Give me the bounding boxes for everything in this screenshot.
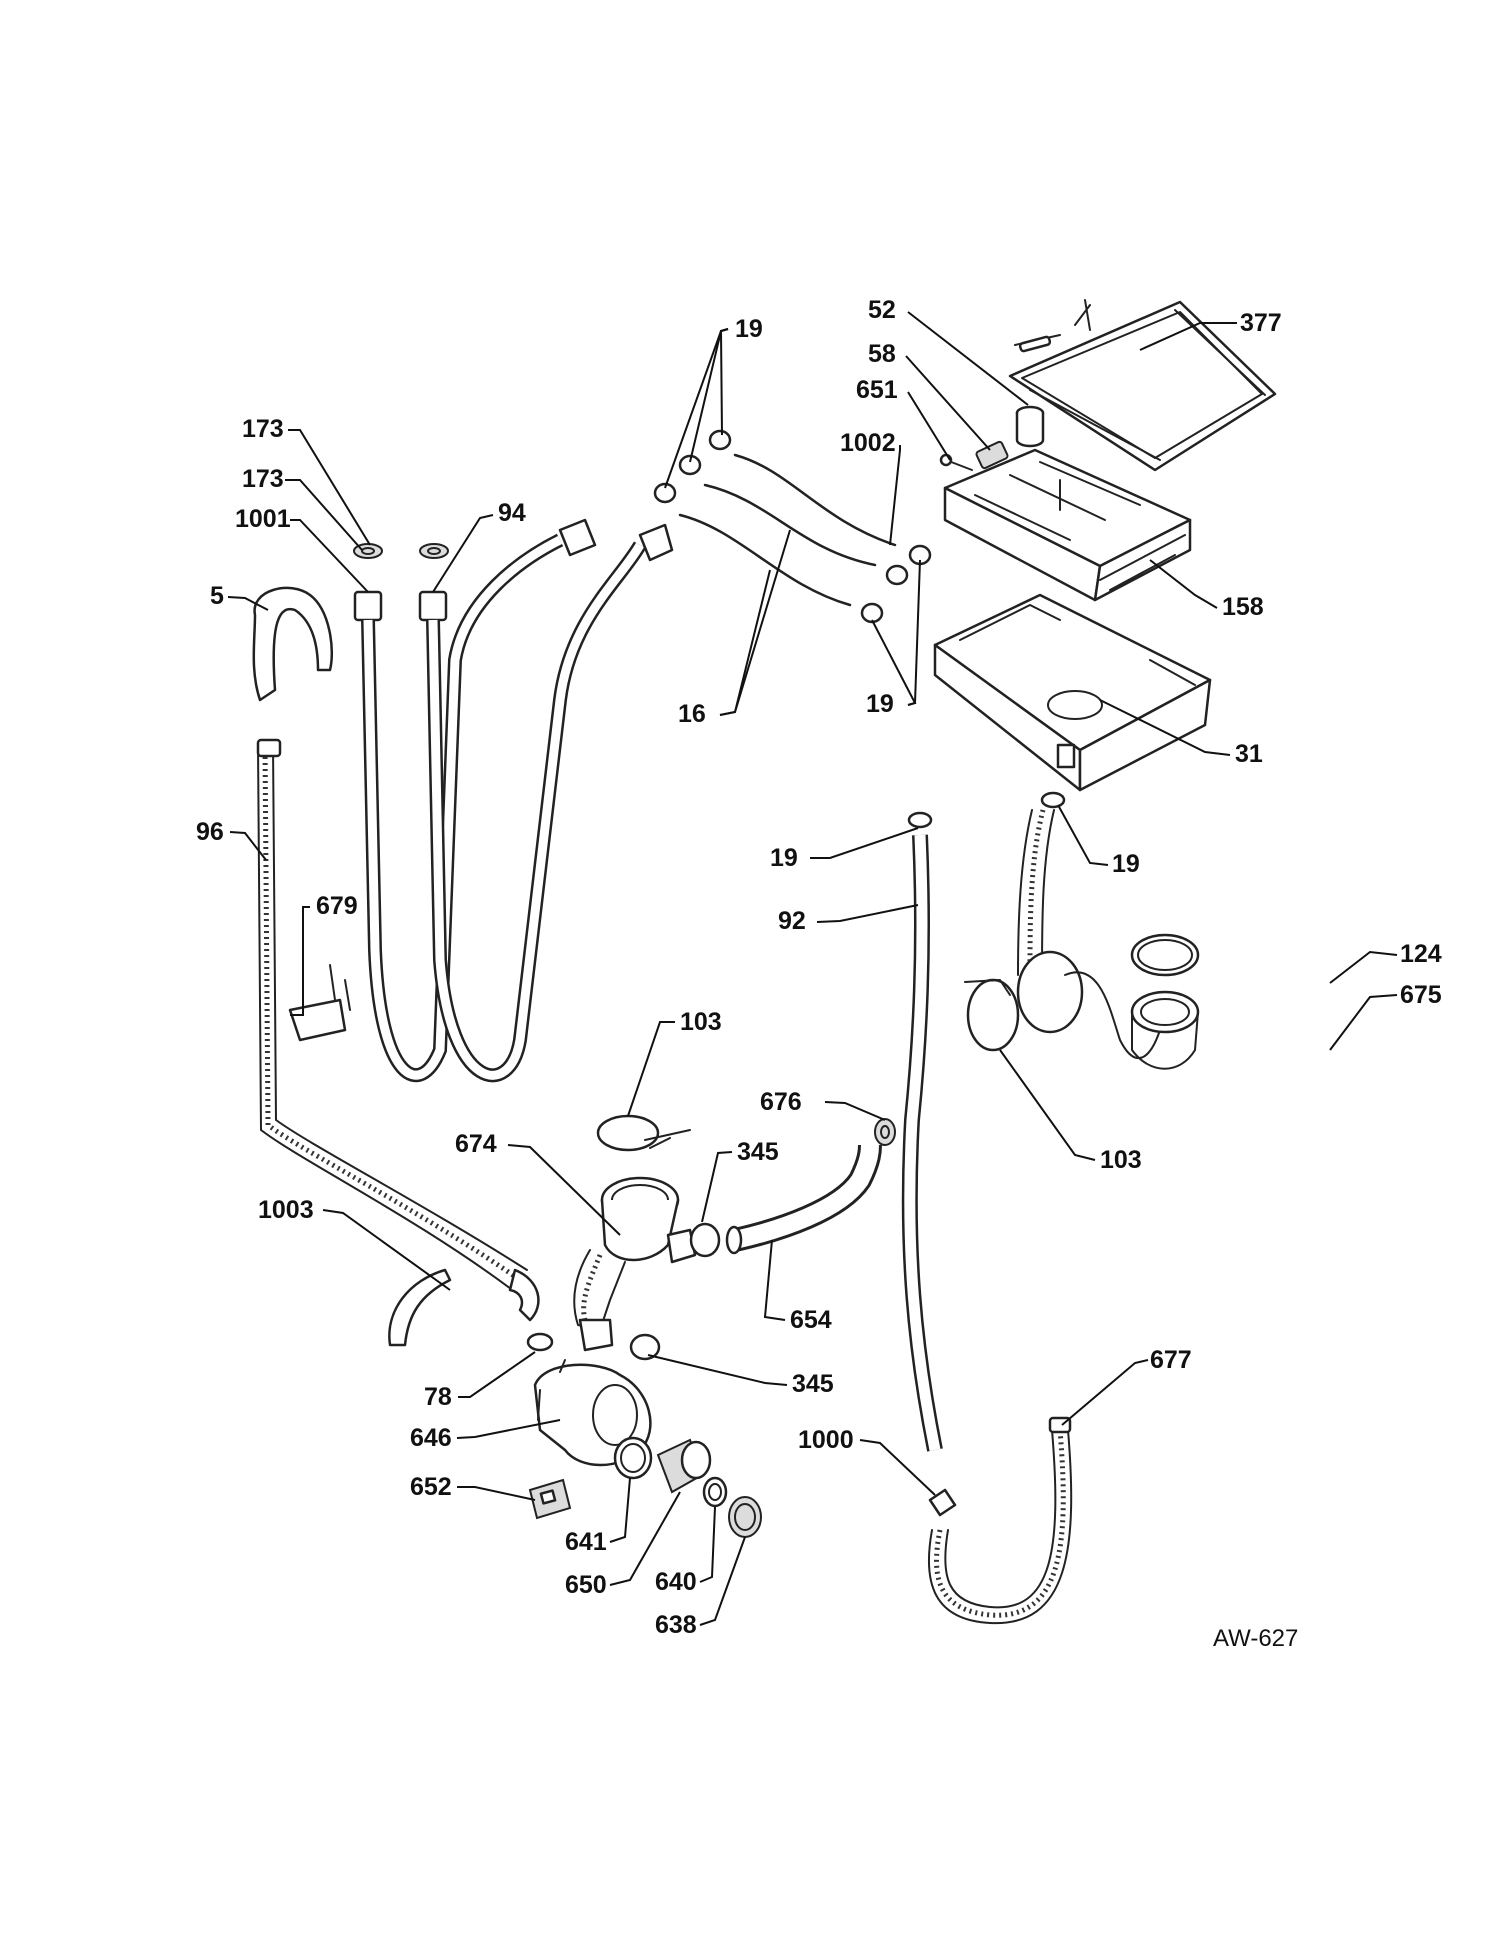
callout-345-top: 345: [737, 1138, 779, 1166]
callout-19-right: 19: [1112, 850, 1140, 878]
callout-1003: 1003: [258, 1196, 314, 1224]
dispenser-hoses-part: [678, 453, 897, 607]
callout-19-top: 19: [735, 315, 763, 343]
callout-5: 5: [210, 582, 224, 610]
dispenser-cover-part: [1008, 299, 1277, 472]
callout-19-left: 19: [770, 844, 798, 872]
tub-gasket-part: [1130, 933, 1200, 1070]
screw-part: [939, 453, 973, 471]
callout-638: 638: [655, 1611, 697, 1639]
hose-guide-part: [252, 586, 334, 702]
callout-654: 654: [790, 1306, 832, 1334]
callout-1002: 1002: [840, 429, 896, 457]
clamp-78-part: [526, 1332, 554, 1352]
dispenser-drawer-part: [943, 448, 1192, 602]
dispenser-housing-part: [933, 593, 1212, 792]
callout-78: 78: [424, 1383, 452, 1411]
callout-158: 158: [1222, 593, 1264, 621]
clamp-band-part: [964, 978, 1020, 1052]
cap-part: [1015, 405, 1045, 448]
callout-103-right: 103: [1100, 1146, 1142, 1174]
callout-677: 677: [1150, 1346, 1192, 1374]
callout-674: 674: [455, 1130, 497, 1158]
callout-640: 640: [655, 1568, 697, 1596]
callout-675: 675: [1400, 981, 1442, 1009]
callout-103-top: 103: [680, 1008, 722, 1036]
diagram-reference-code: AW-627: [1213, 1625, 1298, 1652]
filter-cap-part: [728, 1496, 762, 1538]
clamp-345-part: [629, 1222, 721, 1361]
outlet-hose-part: [927, 1416, 1073, 1625]
overflow-hose-part: [901, 834, 943, 1452]
drain-hose-part: [256, 738, 540, 1322]
seal-part: [596, 1114, 691, 1152]
callout-19-mid: 19: [866, 690, 894, 718]
bellows-hose-part: [1016, 809, 1161, 1060]
pump-housing-part: [533, 1359, 652, 1467]
callout-650: 650: [565, 1571, 607, 1599]
callout-377: 377: [1240, 309, 1282, 337]
callout-92: 92: [778, 907, 806, 935]
callout-173-lower: 173: [242, 465, 284, 493]
plate-part: [528, 1478, 572, 1520]
drain-hose-guide-part: [388, 1268, 452, 1347]
filter-ring-part: [702, 1476, 728, 1508]
hose-clip-part: [288, 964, 351, 1042]
hose-clamp-part: [653, 429, 1066, 829]
sump-hose-part: [573, 1176, 697, 1352]
callout-652: 652: [410, 1473, 452, 1501]
fill-hoses-part: [353, 518, 674, 1083]
callout-labels: 377 52 19 58 651 1002 173 173 1001 94 5 …: [196, 296, 1442, 1652]
callout-173-top: 173: [242, 415, 284, 443]
callout-31: 31: [1235, 740, 1263, 768]
pump-hose-part: [725, 1144, 882, 1255]
callout-96: 96: [196, 818, 224, 846]
leader-lines: [227, 311, 1398, 1626]
callout-1001: 1001: [235, 505, 291, 533]
callout-16: 16: [678, 700, 706, 728]
callout-1000: 1000: [798, 1426, 854, 1454]
callout-641: 641: [565, 1528, 607, 1556]
callout-651: 651: [856, 376, 898, 404]
grommet-part: [874, 1118, 896, 1146]
drain-connector-part: [928, 1488, 957, 1517]
callout-646: 646: [410, 1424, 452, 1452]
callout-58: 58: [868, 340, 896, 368]
callout-52: 52: [868, 296, 896, 324]
pump-filter-part: [656, 1438, 712, 1494]
washer-part: [353, 543, 449, 559]
callout-679: 679: [316, 892, 358, 920]
callout-124: 124: [1400, 940, 1442, 968]
callout-676: 676: [760, 1088, 802, 1116]
pump-ring-part: [613, 1436, 653, 1480]
callout-94: 94: [498, 499, 526, 527]
callout-345-lower: 345: [792, 1370, 834, 1398]
